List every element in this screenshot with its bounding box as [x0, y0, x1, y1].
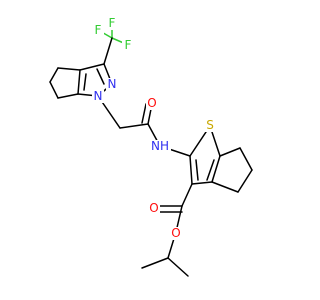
atom-label-f2: F [109, 16, 116, 30]
bond-c7a-c3a-double [206, 159, 215, 181]
bond-ch-ch3-left [141, 257, 169, 269]
atom-label-nh: NH [151, 139, 169, 153]
bond-c3a-c6a [77, 69, 81, 95]
bond-ch2-co [119, 123, 149, 129]
bond-c3-c3a [79, 63, 105, 71]
atom-label-o-carbonyl: O [149, 201, 158, 215]
atom-label-f3: F [125, 38, 132, 52]
bond-c3-c2 [189, 155, 193, 185]
bond-c7a-c7 [219, 147, 241, 157]
atom-n-pyrazole-2: N [106, 77, 118, 91]
atom-o-ester-ether: O [170, 226, 182, 240]
bond-c7a-c3a [211, 155, 221, 183]
bond-c3-ester-c [181, 183, 193, 207]
bond-c3-n2-double [96, 68, 105, 85]
molecule-structure: F F F N N O NH S [49, 16, 253, 277]
atom-label-layer: F F F N N O NH S [92, 16, 216, 240]
atom-label-f1: F [95, 23, 102, 37]
atom-label-n1: N [94, 89, 103, 103]
atom-o-ester-carbonyl: O [148, 201, 160, 215]
atom-label-s: S [206, 118, 214, 132]
bond-c3a-c3 [191, 181, 213, 185]
bond-c7-c6 [239, 147, 253, 171]
bond-cf3-c3 [103, 37, 113, 65]
atom-n-pyrazole-1: N [92, 89, 104, 103]
atom-o-amide: O [146, 96, 158, 110]
bond-c6-c6a [57, 93, 79, 99]
bond-co-o-double [141, 103, 147, 124]
atom-s-thiophene: S [204, 118, 216, 132]
atom-f1: F [92, 23, 104, 37]
bond-c4-c5 [49, 67, 59, 83]
atom-label-o-amide: O [147, 96, 156, 110]
atom-f3: F [122, 38, 134, 52]
bond-c3a-c4 [57, 67, 81, 71]
bond-c3a-c6a-double [83, 73, 87, 91]
atom-label-o-ether: O [171, 226, 180, 240]
bond-c6-c5 [237, 169, 253, 193]
bond-c3-c2-double [195, 159, 199, 181]
bond-c5-c6 [49, 81, 59, 99]
atom-label-n2: N [108, 77, 117, 91]
atom-nh-amide: NH [149, 139, 171, 153]
bond-ch-ch3-right [167, 257, 189, 277]
bond-c5-c3a [211, 181, 239, 193]
atom-f2: F [106, 16, 118, 30]
